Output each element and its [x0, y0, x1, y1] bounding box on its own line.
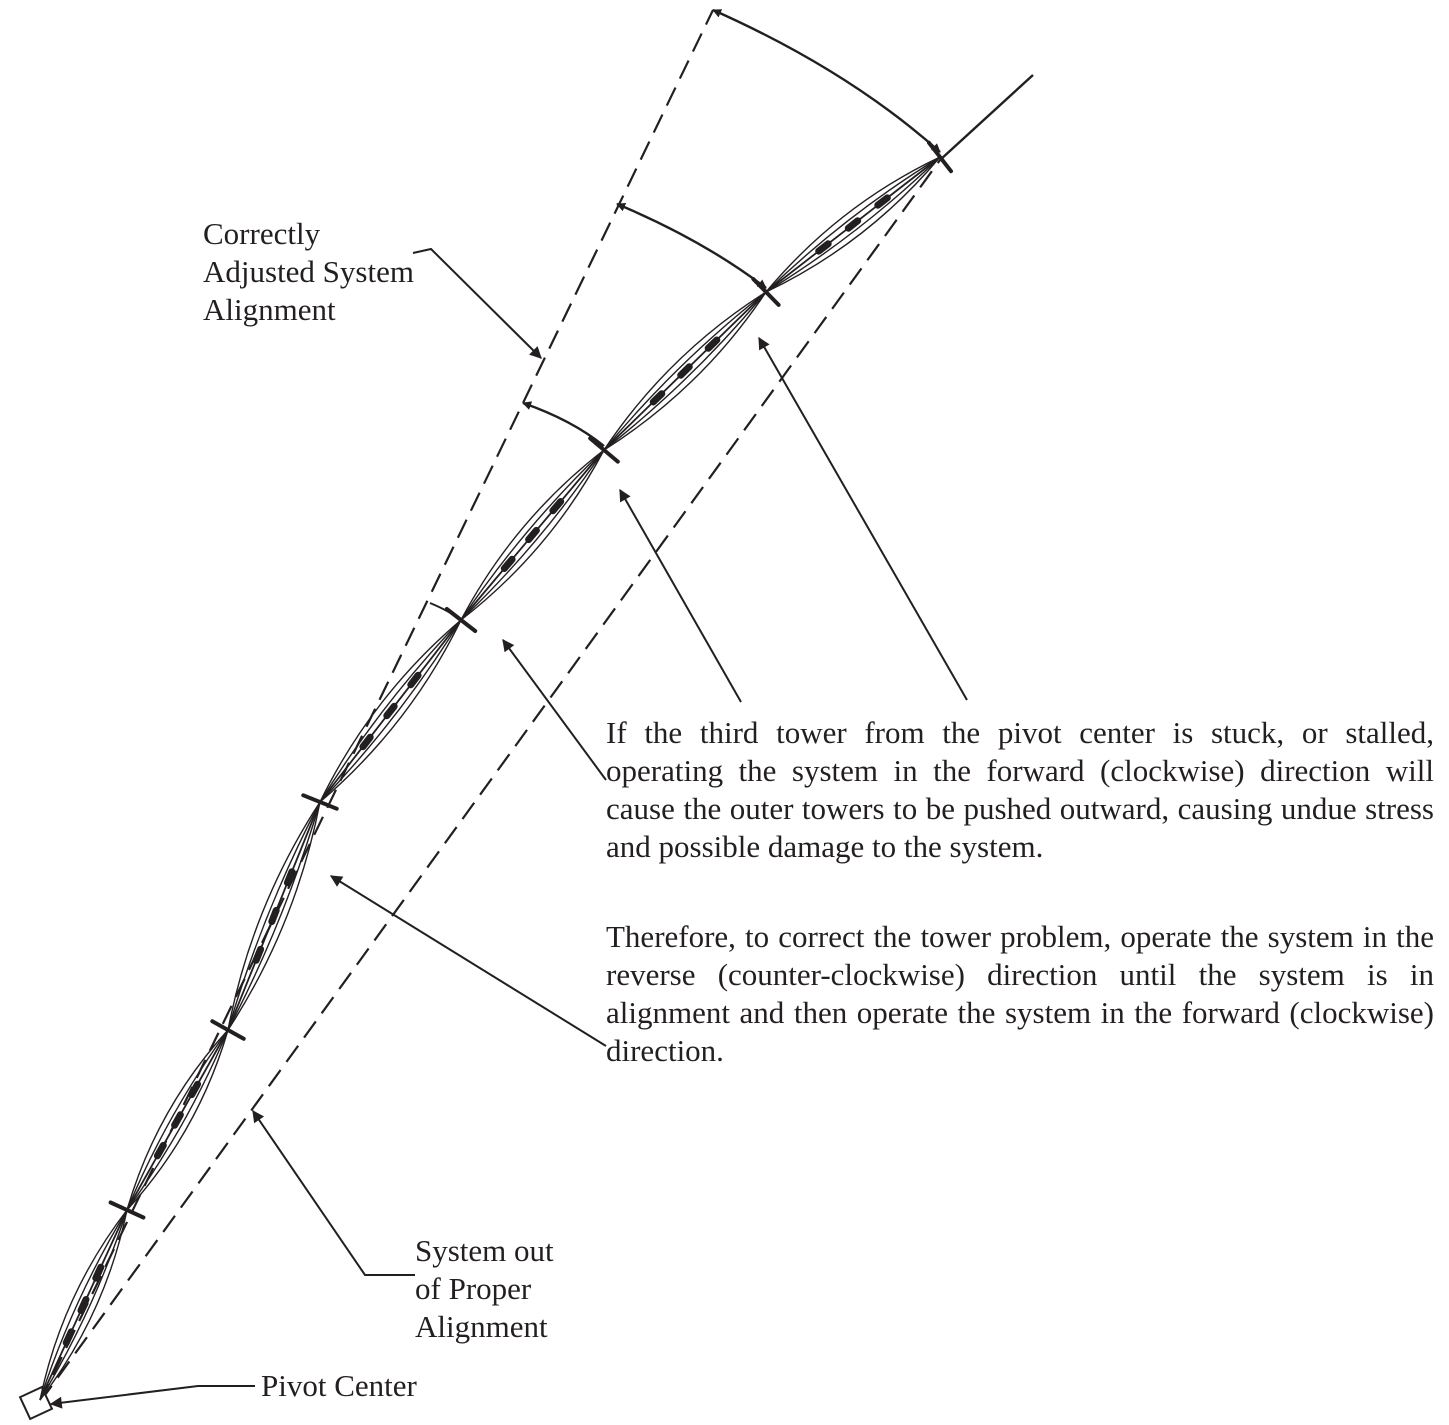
span-3-truss-4: [227, 801, 321, 1031]
span-5-truss-2: [460, 449, 605, 621]
out-of-alignment-dashed-line: [39, 159, 941, 1403]
deflection-arc-tower-3: [429, 602, 467, 625]
deflection-arc-tower-6: [712, 8, 941, 153]
span-2-truss-4: [126, 1029, 229, 1211]
span-4-drop-2: [383, 702, 398, 720]
span-2-truss-3: [126, 1029, 229, 1211]
span-7-truss-2: [765, 156, 941, 293]
tower-5-marker: [588, 436, 620, 464]
span-4-truss-1: [319, 619, 462, 803]
span-7-truss-4: [765, 156, 941, 293]
leader-third-span: [502, 639, 607, 781]
span-3-truss-1: [227, 801, 321, 1031]
out-of-alignment-line-3: Alignment: [415, 1309, 548, 1344]
stalled-tower-paragraph: If the third tower from the pivot center…: [606, 715, 1434, 864]
span-5-drop-2: [525, 526, 540, 544]
span-3-drop-2: [268, 906, 280, 926]
leader-pivot-center: [49, 1385, 255, 1409]
tower-3-marker: [301, 793, 339, 811]
out-of-alignment-label: System out of Proper Alignment: [415, 1232, 554, 1346]
span-2-truss-1: [126, 1029, 229, 1211]
span-2-drop-2: [171, 1111, 184, 1129]
span-1-truss-2: [39, 1209, 128, 1401]
span-4-drop-1: [359, 733, 374, 751]
leader-fourth-span: [619, 488, 742, 703]
span-6-drop-3: [704, 336, 721, 352]
span-4-truss-4: [319, 619, 462, 803]
span-4-drop-3: [407, 671, 422, 689]
correction-paragraph: Therefore, to correct the tower problem,…: [606, 919, 1434, 1068]
leader-out-of-alignment: [252, 1110, 415, 1276]
span-6-drop-2: [677, 363, 693, 379]
out-of-alignment-line-2: of Proper: [415, 1271, 532, 1306]
span-5-truss-4: [460, 449, 605, 621]
span-7-truss-1: [765, 156, 941, 293]
correct-alignment-dashed-line: [39, 9, 714, 1403]
deflection-arc-tower-4: [522, 401, 605, 447]
span-3-truss-3: [227, 801, 321, 1031]
correct-alignment-line-3: Alignment: [203, 292, 336, 327]
span-group: [39, 140, 953, 1401]
deflection-arc-tower-5: [616, 202, 767, 289]
leader-correct-alignment: [412, 247, 542, 359]
span-1-drop-2: [77, 1296, 90, 1314]
span-5-drop-3: [549, 498, 565, 515]
correct-alignment-line-1: Correctly: [203, 216, 321, 251]
span-7-drop-2: [844, 217, 862, 232]
leader-second-span: [329, 875, 607, 1047]
span-3-drop-3: [283, 868, 296, 887]
span-3-truss-2: [227, 801, 321, 1031]
tower-2-marker: [210, 1019, 246, 1041]
span-5-truss-3: [460, 449, 605, 621]
span-7-drop-3: [874, 194, 891, 209]
span-2-truss-2: [126, 1029, 229, 1211]
span-1-truss-3: [39, 1209, 128, 1401]
span-4-truss-2: [319, 619, 462, 803]
span-1-drop-3: [92, 1263, 105, 1282]
correct-alignment-line-2: Adjusted System: [203, 254, 414, 289]
pivot-center-label: Pivot Center: [261, 1367, 417, 1405]
span-6-truss-2: [603, 291, 767, 451]
outer-span-line: [939, 74, 1034, 161]
leader-outer-span: [758, 336, 968, 701]
span-1-truss-1: [39, 1209, 128, 1401]
span-5-drop-1: [500, 555, 516, 572]
out-of-alignment-line-1: System out: [415, 1233, 554, 1268]
span-6-truss-1: [603, 291, 767, 451]
span-1-drop-1: [62, 1328, 75, 1347]
span-5-truss-1: [460, 449, 605, 621]
pivot-center-text: Pivot Center: [261, 1368, 417, 1403]
span-1-truss-4: [39, 1209, 128, 1401]
span-7-truss-3: [765, 156, 941, 293]
span-7-drop-1: [815, 240, 832, 255]
span-6-truss-4: [603, 291, 767, 451]
span-2-drop-1: [153, 1141, 167, 1160]
span-6-truss-3: [603, 291, 767, 451]
correct-alignment-label: Correctly Adjusted System Alignment: [203, 215, 414, 329]
span-2-drop-3: [188, 1080, 202, 1099]
span-3-drop-1: [252, 945, 265, 964]
span-6-drop-1: [649, 390, 666, 406]
tower-1-marker: [108, 1200, 146, 1220]
span-4-truss-3: [319, 619, 462, 803]
